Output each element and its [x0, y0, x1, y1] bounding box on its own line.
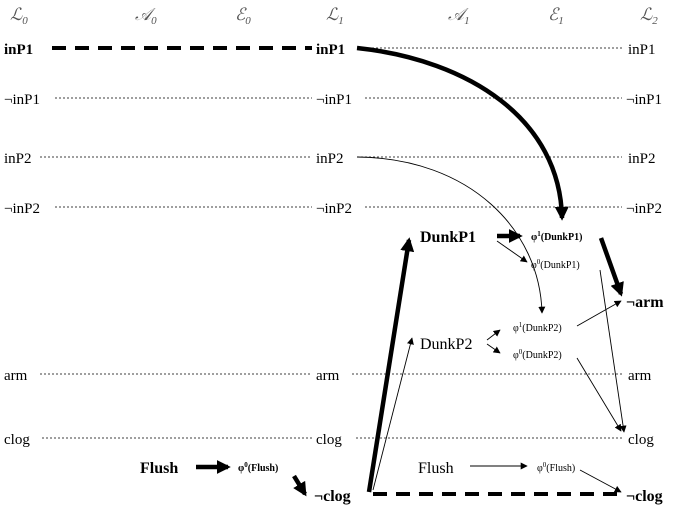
prop-L1-not-inP2: ¬inP2	[316, 201, 352, 217]
action-DunkP1: DunkP1	[420, 229, 476, 246]
header-E1: ℰ1	[548, 5, 564, 27]
prop-L2-not-inP2: ¬inP2	[626, 201, 662, 217]
persistence-lines	[40, 47, 622, 439]
action-DunkP2: DunkP2	[420, 336, 472, 353]
prop-L2-arm: arm	[628, 368, 652, 384]
action-Flush-A1: Flush	[418, 460, 454, 477]
prop-L0-clog: clog	[4, 432, 30, 448]
prop-L1-inP1: inP1	[316, 42, 345, 58]
prop-L0-inP1: inP1	[4, 42, 33, 58]
arrow-phi0-DunkP1-to-clog	[599, 269, 627, 433]
arrow-not-clog-to-DunkP1	[366, 237, 415, 493]
bold-arrows	[196, 45, 624, 497]
action-Flush-A0: Flush	[140, 460, 178, 477]
arrow-not-clog-to-DunkP2	[372, 337, 414, 491]
prop-L2-not-arm: ¬arm	[626, 294, 664, 311]
prop-L0-not-inP2: ¬inP2	[4, 201, 40, 217]
arrow-DunkP2-to-phi0-DunkP2	[486, 343, 501, 354]
header-A1: 𝒜1	[448, 5, 470, 27]
arrow-inP1-to-phi1-DunkP1	[356, 45, 569, 221]
prop-L2-not-inP1: ¬inP1	[626, 92, 662, 108]
prop-L1-inP2: inP2	[316, 151, 344, 167]
prop-L1-arm: arm	[316, 368, 340, 384]
effect-phi1-DunkP1: φ1(DunkP1)	[531, 230, 582, 243]
prop-L1-not-clog: ¬clog	[314, 488, 351, 505]
header-L0: ℒ0	[10, 5, 28, 27]
prop-L2-clog: clog	[628, 432, 654, 448]
effect-phi0-Flush-A1: φ0(Flush)	[537, 461, 575, 474]
header-L2: ℒ2	[640, 5, 658, 27]
arrow-phi1-DunkP1-to-not-arm	[598, 237, 624, 297]
prop-L0-inP2: inP2	[4, 151, 32, 167]
arrow-DunkP1-to-phi0-DunkP1	[496, 240, 528, 263]
header-L1: ℒ1	[326, 5, 344, 27]
arrow-phi1-DunkP2-to-not-arm	[576, 300, 622, 327]
prop-L2-not-clog: ¬clog	[626, 488, 663, 505]
prop-L1-not-inP1: ¬inP1	[316, 92, 352, 108]
arrow-phi0-Flush-A1-to-not-clog	[579, 469, 622, 493]
header-A0: 𝒜0	[135, 5, 157, 27]
effect-phi1-DunkP2: φ1(DunkP2)	[513, 321, 562, 334]
arrow-DunkP2-to-phi1-DunkP2	[486, 329, 501, 341]
arrow-inP2-to-phi1-DunkP2	[356, 156, 546, 314]
thin-arrows	[356, 156, 627, 493]
effect-phi0-DunkP2: φ0(DunkP2)	[513, 348, 562, 361]
prop-L2-inP1: inP1	[628, 42, 656, 58]
arrow-phi0-DunkP2-to-clog	[576, 357, 622, 432]
arrow-phi0-Flush-A0-to-not-clog	[292, 474, 307, 497]
prop-L0-not-inP1: ¬inP1	[4, 92, 40, 108]
prop-L1-clog: clog	[316, 432, 342, 448]
prop-L2-inP2: inP2	[628, 151, 656, 167]
effect-phi0-DunkP1: φ0(DunkP1)	[531, 258, 580, 271]
prop-L0-arm: arm	[4, 368, 28, 384]
effect-phi0-Flush-A0: φ0(Flush)	[238, 461, 278, 474]
header-E0: ℰ0	[235, 5, 251, 27]
